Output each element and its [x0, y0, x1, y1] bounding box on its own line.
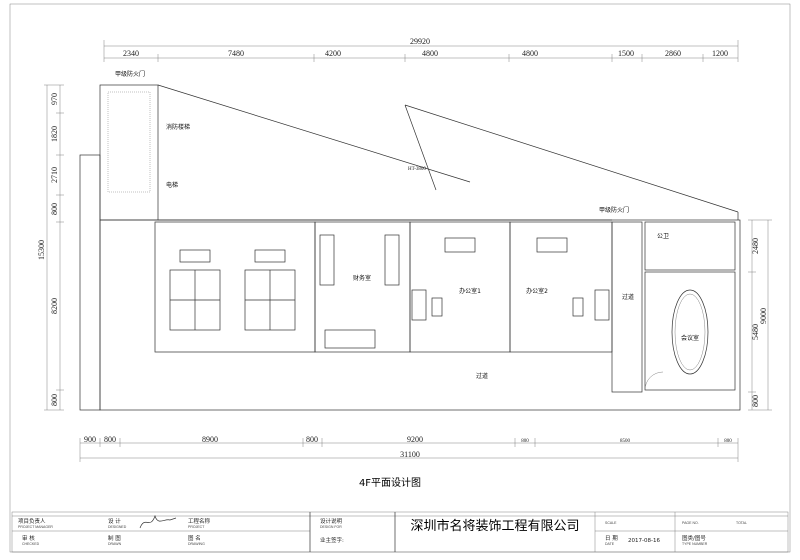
label-finance: 财务室 [353, 274, 371, 282]
dim-top: 4200 [325, 49, 341, 58]
office-furniture [411, 237, 610, 321]
dim-right: 2480 [751, 238, 760, 254]
label-fire-stairs: 消防楼梯 [166, 123, 190, 131]
restroom [644, 221, 736, 271]
tb-designed-en: DESIGNED [108, 525, 127, 529]
dim-bottom: 800 [104, 435, 116, 444]
tb-project-manager-en: PROJECT MANAGER [18, 525, 53, 529]
dim-bottom-total: 31100 [400, 450, 420, 459]
tb-date-en: DATE [605, 542, 615, 546]
dim-left: 970 [50, 93, 59, 105]
tb-owner-sign: 业主签字: [320, 536, 344, 544]
dim-bottom: 800 [521, 439, 529, 444]
tb-type-number-en: TYPE NUMBER [682, 542, 708, 546]
dim-left: 800 [50, 203, 59, 215]
dim-left: 2710 [50, 167, 59, 183]
page-frame [9, 3, 791, 553]
label-office-2: 办公室2 [526, 287, 548, 295]
label-office-1: 办公室1 [459, 287, 481, 295]
tb-design-note: 设计说明 [320, 517, 343, 525]
title-block: 项目负责人 PROJECT MANAGER 设 计 DESIGNED 工程名称 … [11, 511, 789, 553]
building-outline [79, 84, 741, 411]
dim-bottom: 8900 [202, 435, 218, 444]
label-corridor-bottom: 过道 [476, 372, 488, 380]
dim-bottom: 9200 [407, 435, 423, 444]
tb-drawing-name-en: DRAWING [188, 542, 205, 546]
tb-scale-en: SCALE [605, 521, 617, 525]
dim-bottom: 900 [84, 435, 96, 444]
door-swing [644, 371, 664, 391]
dim-top: 2860 [665, 49, 681, 58]
dim-top: 7480 [228, 49, 244, 58]
company-name: 深圳市名将装饰工程有限公司 [410, 518, 579, 534]
tb-date: 日 期 [605, 535, 618, 542]
level-mark: HT-3800 [408, 167, 426, 172]
label-fire-door-right: 甲级防火门 [599, 206, 629, 214]
tb-total-en: TOTAL [736, 521, 747, 525]
designer-signature [139, 514, 177, 529]
tb-project-name-en: PROJECT [188, 525, 205, 529]
tb-drawn: 制 图 [108, 534, 121, 542]
dim-top-total: 29920 [410, 37, 430, 46]
right-corridor [611, 221, 643, 393]
dim-left: 800 [50, 394, 59, 406]
workstations [169, 249, 296, 331]
dim-top: 4800 [522, 49, 538, 58]
tb-page-no-en: PAGE NO. [682, 521, 699, 525]
label-elevator: 电梯 [166, 181, 178, 189]
finance-furniture [319, 234, 400, 349]
dim-right: 5480 [751, 324, 760, 340]
tb-project-name: 工程名称 [188, 517, 211, 525]
dim-bottom: 800 [306, 435, 318, 444]
left-dimensions: 15300 970 1820 2710 800 8200 800 [37, 84, 64, 411]
dim-left: 1820 [50, 126, 59, 142]
dim-left-total: 15300 [37, 240, 46, 260]
dim-right-total: 9000 [759, 308, 768, 324]
dim-top: 2340 [123, 49, 139, 58]
dim-bottom: 800 [724, 439, 732, 444]
dim-right: 800 [751, 395, 760, 407]
label-fire-door-top: 甲级防火门 [115, 70, 145, 78]
tb-type-number: 图类/图号 [682, 534, 706, 542]
tb-design-note-en: DESIGN FOR [320, 525, 342, 529]
meeting-table [671, 289, 709, 375]
label-restroom: 公卫 [657, 233, 669, 240]
label-meeting-room: 会议室 [681, 334, 699, 342]
label-corridor-right: 过道 [622, 293, 634, 301]
right-dimensions: 2480 5480 800 9000 [748, 219, 772, 411]
stairwell [99, 84, 159, 221]
dim-bottom: 8500 [620, 439, 631, 444]
tb-project-manager: 项目负责人 [18, 517, 46, 525]
dim-top: 1500 [618, 49, 634, 58]
top-dimensions: 29920 2340 7480 4200 4800 4800 1500 2860… [103, 37, 739, 62]
tb-designed: 设 计 [108, 517, 121, 525]
tb-checked-en: CHECKED [22, 542, 40, 546]
dim-top: 1200 [712, 49, 728, 58]
tb-date-value: 2017-08-16 [628, 538, 660, 544]
meeting-room [644, 271, 736, 391]
dim-left: 8200 [50, 298, 59, 314]
tb-checked: 审 核 [22, 534, 35, 542]
room-labels: 甲级防火门 消防楼梯 电梯 HT-3800 财务室 办公室1 办公室2 过道 会… [115, 70, 699, 380]
tb-drawing-name: 图 名 [188, 534, 201, 542]
tb-drawn-en: DRAWN [108, 542, 122, 546]
drawing-title: 4F平面设计图 [359, 476, 421, 489]
bottom-dimensions: 900 800 8900 800 9200 800 8500 800 31100 [79, 435, 739, 462]
dim-top: 4800 [422, 49, 438, 58]
